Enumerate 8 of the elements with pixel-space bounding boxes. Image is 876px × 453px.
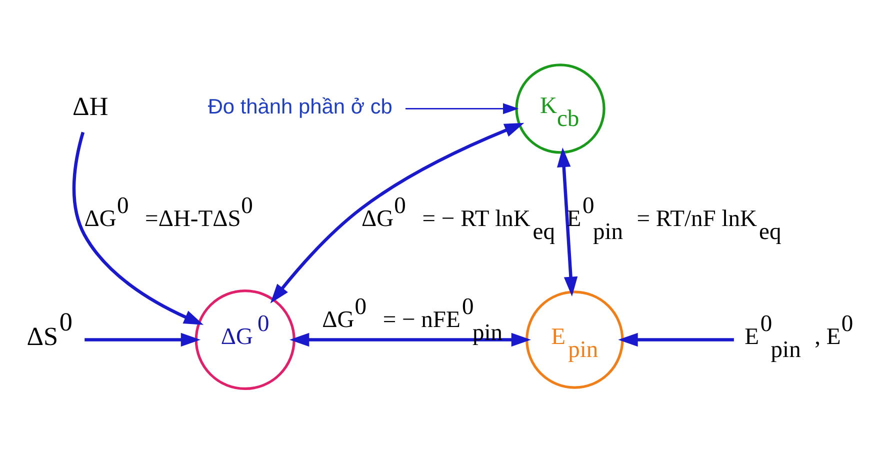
node-text: Đo thành phần ở cb — [208, 95, 392, 118]
node-text: ΔH — [72, 92, 108, 121]
arrow — [557, 146, 578, 296]
arrow — [270, 122, 524, 303]
arrow — [618, 332, 734, 346]
arrow — [72, 131, 204, 324]
arrow — [406, 102, 519, 114]
arrow — [84, 332, 201, 346]
